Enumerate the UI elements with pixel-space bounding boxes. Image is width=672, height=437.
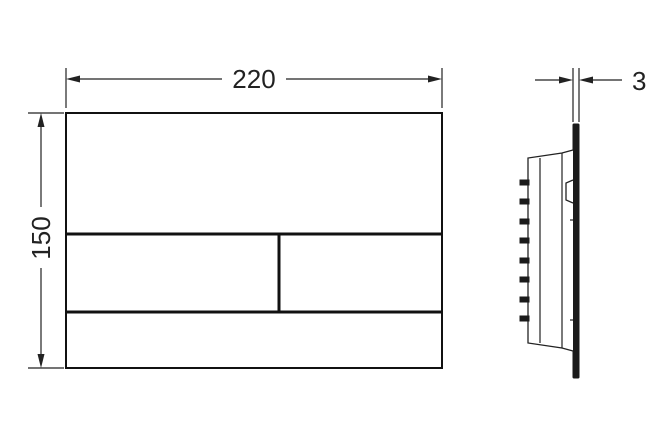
mounting-pin (519, 179, 530, 186)
thickness-dimension: 3 (535, 66, 646, 122)
height-dimension: 150 (26, 112, 64, 369)
mounting-pin (519, 296, 530, 303)
mounting-pin (519, 276, 530, 283)
flush-plate-outline (65, 112, 443, 369)
thickness-arrow-right (579, 76, 593, 84)
width-arrow-left (66, 75, 80, 83)
side-clip-detail (565, 179, 574, 204)
thickness-arrow-left (559, 76, 573, 84)
side-plate-profile (572, 123, 580, 379)
thickness-dimension-label: 3 (632, 66, 646, 96)
mounting-pins (519, 179, 530, 322)
mounting-pin (519, 198, 530, 205)
front-view: 220 150 (26, 64, 443, 369)
width-dimension: 220 (65, 64, 443, 108)
height-arrow-bottom (37, 354, 45, 368)
mounting-pin (519, 218, 530, 225)
side-view: 3 (519, 66, 646, 379)
width-dimension-label: 220 (232, 64, 275, 94)
width-arrow-right (428, 75, 442, 83)
height-arrow-top (37, 113, 45, 127)
mounting-pin (519, 237, 530, 244)
height-dimension-label: 150 (26, 216, 56, 259)
mounting-frame-outline (527, 149, 574, 352)
mounting-pin (519, 257, 530, 264)
mounting-pin (519, 315, 530, 322)
